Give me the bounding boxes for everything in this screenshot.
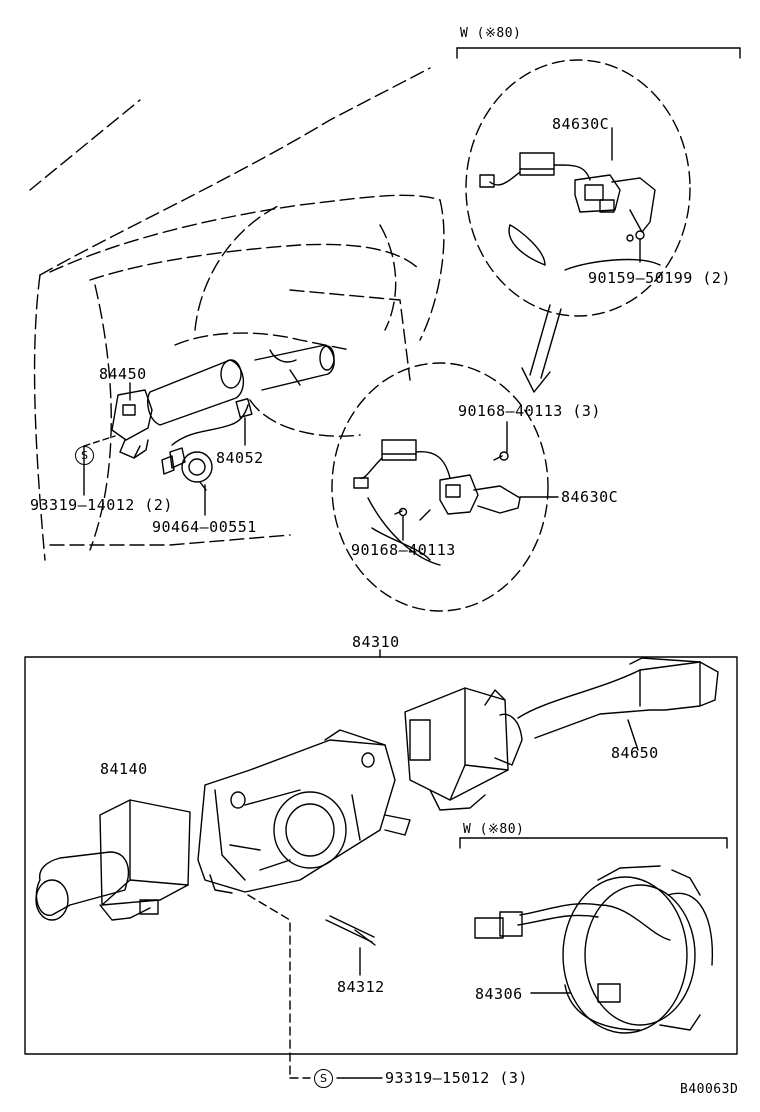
column-housing: [147, 344, 335, 426]
variant-label-sensor: W (※80): [463, 822, 525, 837]
drawing-code: B40063D: [680, 1082, 739, 1097]
ignition-switch-84450: [111, 389, 153, 459]
leader-84650: [627, 719, 639, 751]
cruise-switch-bottom: [353, 439, 521, 566]
part-number-84650[interactable]: 84650: [611, 744, 659, 762]
part-number-90159-50199[interactable]: 90159—50199 (2): [588, 269, 731, 287]
flow-arrow: [521, 304, 562, 393]
spiral-cable-84306: [474, 865, 714, 1034]
screw-s-icon: S: [75, 446, 94, 465]
part-number-84312[interactable]: 84312: [337, 978, 385, 996]
screw-s-icon-bottom: S: [314, 1069, 333, 1088]
part-number-84052[interactable]: 84052: [216, 449, 264, 467]
variant-bracket-top: [456, 47, 741, 59]
assembly-box-84310: [24, 656, 738, 1055]
wheel-callout-top: [465, 59, 691, 317]
part-number-90168-40113[interactable]: 90168—40113: [351, 541, 456, 559]
part-number-84630C-top[interactable]: 84630C: [552, 115, 610, 133]
leader-screw-dash: [247, 894, 291, 1079]
pin-84312: [325, 915, 376, 946]
part-number-84140[interactable]: 84140: [100, 760, 148, 778]
variant-bracket-sensor: [459, 837, 728, 849]
variant-label-top: W (※80): [460, 26, 522, 41]
part-number-90464-00551[interactable]: 90464—00551: [152, 518, 257, 536]
switch-body-84310: [197, 729, 411, 894]
wiper-switch-84650: [404, 657, 719, 811]
wire-84052: [171, 398, 253, 446]
part-number-93319-15012[interactable]: 93319—15012 (3): [385, 1069, 528, 1087]
wheel-callout-bottom: [331, 362, 549, 612]
part-number-90168-40113-3[interactable]: 90168—40113 (3): [458, 402, 601, 420]
leader-93319-14012-dash: [83, 435, 116, 447]
part-number-84310[interactable]: 84310: [352, 633, 400, 651]
light-switch-84140: [35, 799, 191, 921]
part-number-93319-14012[interactable]: 93319—14012 (2): [30, 496, 173, 514]
part-number-84450[interactable]: 84450: [99, 365, 147, 383]
dashboard-outline: [29, 67, 445, 561]
cruise-switch-top: [479, 127, 661, 271]
part-number-84306[interactable]: 84306: [475, 985, 523, 1003]
key-cylinder-90464: [161, 447, 213, 491]
part-number-84630C-bottom[interactable]: 84630C: [561, 488, 619, 506]
